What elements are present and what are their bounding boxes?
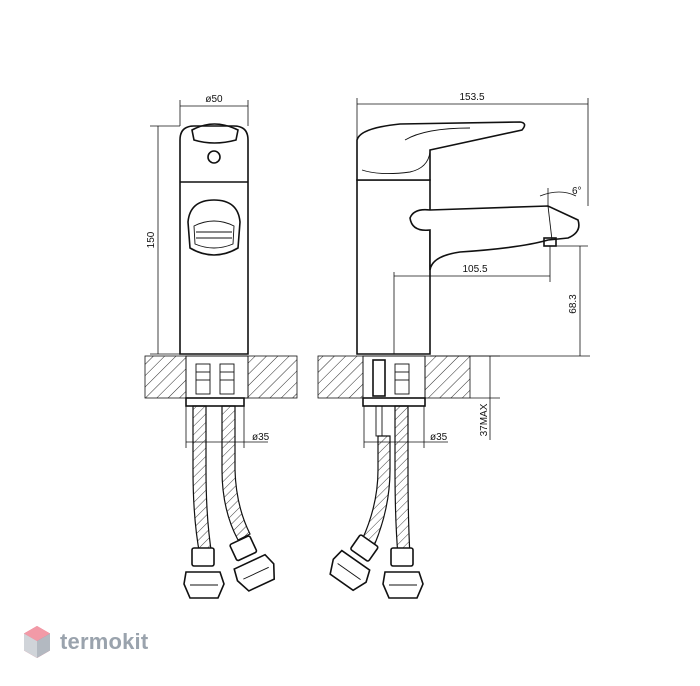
side-view: 153.5 105.5 68.3 6° ø35 37MAX (317, 92, 590, 599)
side-spout (409, 205, 580, 271)
side-hose-label: ø35 (430, 432, 448, 443)
side-length-label: 153.5 (459, 92, 484, 103)
side-countertop-label: 37MAX (479, 403, 490, 436)
side-faucet-body (356, 179, 431, 355)
side-hose-front (361, 435, 391, 547)
front-indicator-dot (207, 150, 221, 164)
front-hose-left (192, 405, 213, 557)
front-view: ø50 150 ø35 (144, 94, 298, 599)
side-hose-back (394, 405, 411, 557)
front-height-label: 150 (146, 231, 157, 248)
hexagon-logo-icon (24, 626, 50, 658)
brand-name: termokit (60, 629, 149, 654)
front-width-label: ø50 (205, 94, 223, 105)
front-aerator (187, 199, 241, 256)
side-angle-label: 6° (572, 186, 582, 197)
brand-logo: termokit (22, 620, 148, 664)
front-faucet-body (179, 125, 249, 355)
side-spout-height-label: 68.3 (568, 294, 579, 314)
side-handle (356, 121, 526, 181)
front-hose-label: ø35 (252, 432, 270, 443)
front-hose-right (221, 405, 251, 541)
side-reach-label: 105.5 (462, 264, 487, 275)
